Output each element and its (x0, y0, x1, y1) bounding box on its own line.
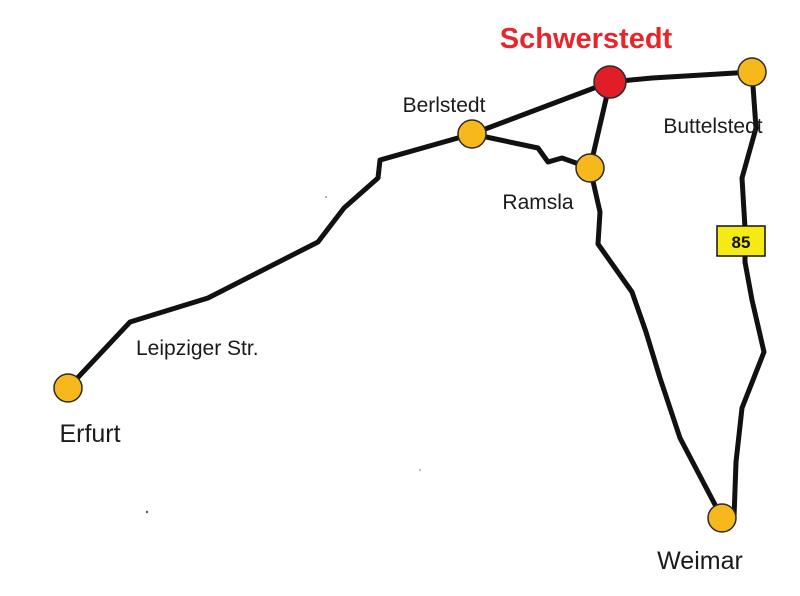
place-label-berlstedt: Berlstedt (403, 94, 486, 117)
roads (65, 69, 767, 521)
road-ramsla-weimar (587, 165, 725, 521)
town-marker-weimar[interactable] (707, 503, 737, 533)
speck (145, 510, 149, 514)
road-schwerstedt-buttelstedt (607, 69, 755, 85)
route-shield-box (716, 225, 766, 257)
place-label-ramsla: Ramsla (502, 191, 574, 214)
route-shield-85: 85 (716, 225, 766, 257)
road-erfurt-berlstedt (65, 131, 475, 391)
town-marker-ramsla[interactable] (575, 153, 605, 183)
labels: Schwerstedt Berlstedt Buttelstedt Ramsla… (59, 23, 762, 575)
town-marker-berlstedt[interactable] (457, 119, 487, 149)
road-berlstedt-schwerstedt (469, 79, 613, 137)
place-label-buttelstedt: Buttelstedt (663, 115, 762, 138)
road-buttelstedt-weimar (731, 69, 767, 521)
scan-specks (145, 196, 421, 514)
town-marker-buttelstedt[interactable] (737, 57, 767, 87)
town-markers (53, 57, 767, 533)
town-marker-schwerstedt[interactable] (593, 65, 627, 99)
speck (325, 196, 327, 198)
map-title-schwerstedt: Schwerstedt (500, 23, 673, 55)
speck (419, 469, 421, 471)
place-label-erfurt: Erfurt (59, 420, 120, 448)
road-berlstedt-ramsla (469, 131, 593, 171)
road-label-leipziger-str: Leipziger Str. (136, 337, 259, 360)
place-label-weimar: Weimar (657, 547, 743, 575)
route-shield-number: 85 (732, 233, 751, 252)
town-marker-erfurt[interactable] (53, 373, 83, 403)
